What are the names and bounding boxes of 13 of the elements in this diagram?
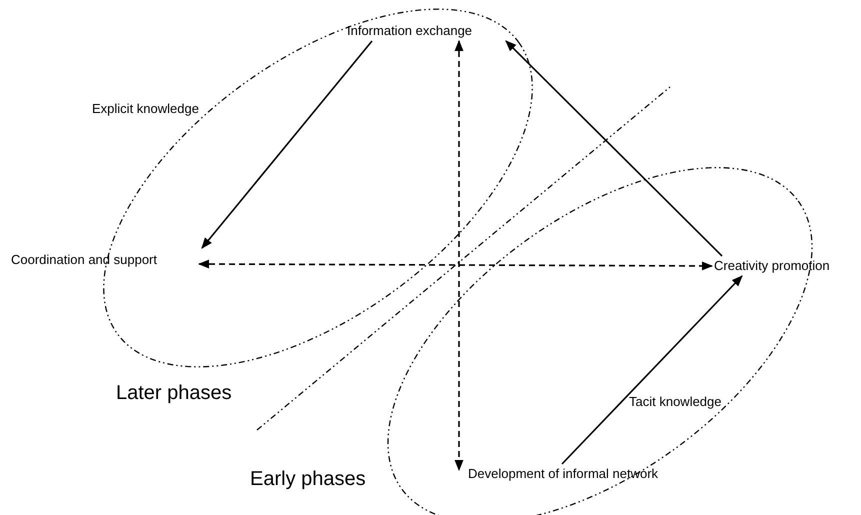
axis-label: Information exchange (347, 23, 472, 39)
axis-label: Coordination and support (11, 252, 157, 268)
arrow (454, 40, 464, 472)
axis-label: Creativity promotion (714, 258, 830, 274)
knowledge-label: Tacit knowledge (629, 394, 722, 410)
phase-label: Later phases (116, 381, 232, 405)
phase-label: Early phases (250, 467, 366, 491)
knowledge-label: Explicit knowledge (92, 101, 199, 117)
arrow (201, 40, 373, 249)
axis-label: Development of informal network (468, 466, 658, 482)
arrow (198, 260, 714, 270)
arrow (505, 40, 723, 257)
arrow (561, 275, 743, 465)
